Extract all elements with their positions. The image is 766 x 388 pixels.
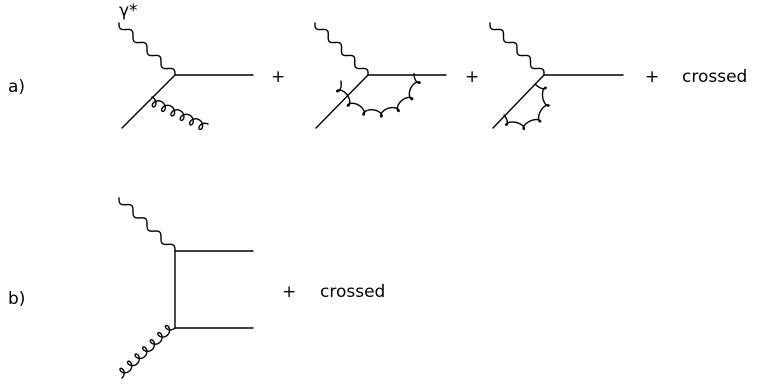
plus-sign-3: + bbox=[645, 67, 659, 87]
diagram-a3 bbox=[489, 22, 624, 131]
photon-line bbox=[118, 197, 176, 252]
photon-line bbox=[489, 22, 545, 76]
diagram-b bbox=[118, 197, 254, 379]
plus-sign-b: + bbox=[282, 282, 296, 302]
diagram-a1 bbox=[118, 22, 254, 131]
gluon-line bbox=[151, 96, 209, 131]
photon-line bbox=[314, 22, 369, 76]
incoming-quark-line bbox=[492, 74, 545, 129]
crossed-label-b: crossed bbox=[320, 282, 385, 302]
photon-label: γ* bbox=[119, 1, 138, 21]
diagram-a2 bbox=[314, 22, 447, 129]
row-label-b: b) bbox=[8, 289, 25, 309]
gluon-loop bbox=[503, 84, 550, 131]
gluon-line bbox=[119, 324, 176, 379]
plus-sign-2: + bbox=[465, 67, 479, 87]
incoming-quark-line bbox=[315, 74, 369, 129]
gluon-loop bbox=[336, 72, 421, 118]
row-label-a: a) bbox=[8, 77, 25, 97]
incoming-quark-line bbox=[121, 74, 176, 129]
photon-line bbox=[118, 22, 176, 76]
plus-sign-1: + bbox=[271, 67, 285, 87]
crossed-label-a: crossed bbox=[682, 67, 747, 87]
